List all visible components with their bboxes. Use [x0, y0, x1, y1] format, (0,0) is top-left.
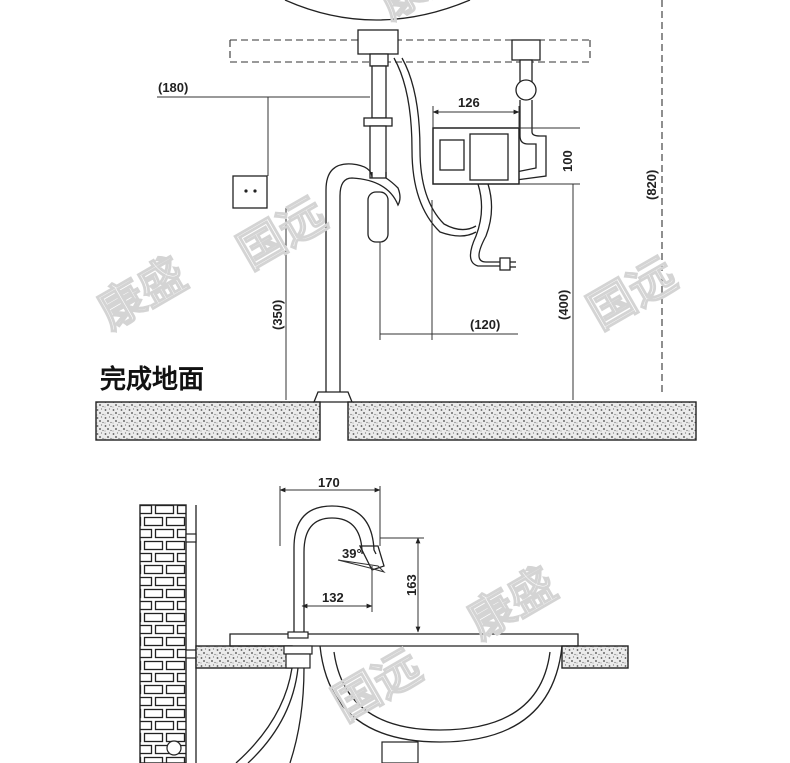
sensor-hose-inner	[401, 57, 477, 231]
dim-132-label: 132	[322, 590, 344, 605]
basin-bowl-inner	[333, 651, 551, 731]
dim-39-label: 39°	[342, 546, 362, 561]
brick-wall	[139, 504, 187, 763]
countertop-right	[561, 645, 629, 669]
dim-163-label: 163	[404, 574, 419, 596]
dim-400-label: (400)	[556, 290, 571, 320]
watermark-1: 康盛	[89, 247, 196, 340]
basin-rim	[229, 633, 579, 647]
drain-pipe	[357, 29, 399, 243]
drain-fitting	[381, 741, 419, 763]
watermark-5: 康盛	[459, 557, 566, 650]
wall-socket	[232, 175, 268, 209]
hose-2	[247, 667, 299, 763]
faucet	[283, 505, 385, 669]
dim-170-label: 170	[318, 475, 340, 490]
power-cord-2	[469, 183, 500, 267]
dim-350-label: (350)	[270, 300, 285, 330]
dim-180-label: (180)	[158, 80, 188, 95]
angle-valve	[511, 39, 547, 181]
dim-126-label: 126	[458, 95, 480, 110]
power-cord	[478, 183, 500, 263]
control-box	[432, 127, 520, 185]
watermark-6: 国远	[579, 247, 686, 340]
basin-outline	[284, 0, 471, 21]
hose-3	[289, 667, 305, 763]
dim-100-label: 100	[560, 150, 575, 172]
trap-pipe-left	[325, 163, 373, 392]
trap-pipe-right	[339, 172, 401, 392]
dim-820-label: (820)	[644, 170, 659, 200]
sensor-hose	[393, 57, 477, 237]
top-view: (180) 126 100 (820) (350) (400) (120) 完成…	[95, 0, 697, 441]
finished-floor-label: 完成地面	[100, 364, 204, 395]
bottom-view: 170 39° 163 132	[139, 475, 629, 763]
power-plug	[499, 257, 511, 271]
dim-120-label: (120)	[470, 317, 500, 332]
basin-bowl	[319, 645, 563, 743]
countertop-left	[195, 645, 293, 669]
hose-1	[235, 667, 293, 763]
wall-valve	[166, 740, 182, 756]
floor-slab	[95, 401, 697, 441]
floor-flange	[313, 391, 353, 403]
